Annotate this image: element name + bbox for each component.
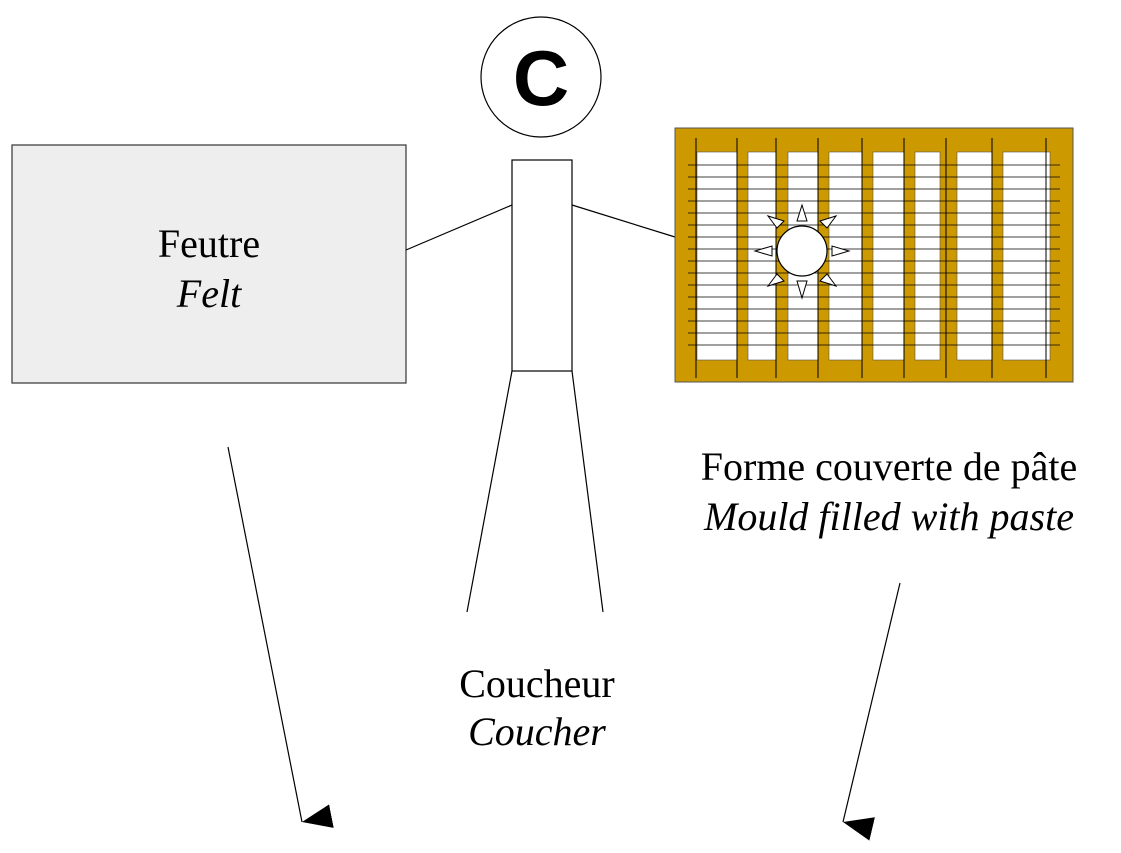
mould-chain-lines [695, 138, 1047, 378]
mould-window [914, 151, 941, 361]
mould-window [696, 151, 738, 361]
mould-window [828, 151, 863, 361]
coucher-left-arm [405, 204, 513, 251]
mould-window [1002, 151, 1051, 361]
coucher-right-leg [571, 370, 604, 613]
mould-group: Forme couverte de pâte Mould filled with… [674, 127, 1078, 539]
mould-label-fr: Forme couverte de pâte [701, 444, 1078, 489]
felt-label-en: Felt [176, 271, 242, 316]
coucher-label-fr: Coucheur [459, 661, 615, 706]
felt-label-fr: Feutre [158, 221, 260, 266]
mould-down-arrow [842, 582, 901, 841]
coucher-figure: C Coucheur Coucher [405, 16, 676, 754]
coucher-right-arm [571, 204, 676, 238]
mould-window [956, 151, 993, 361]
sun-icon [753, 203, 851, 300]
coucher-body [511, 159, 573, 372]
felt-box [11, 144, 407, 384]
mould-window [872, 151, 905, 361]
felt-down-arrow [227, 446, 334, 828]
mould-laid-lines [688, 164, 1060, 346]
coucher-left-leg [466, 370, 513, 613]
mould-label-en: Mould filled with paste [703, 494, 1074, 539]
coucher-head-letter: C [513, 34, 569, 122]
felt-group: Feutre Felt [11, 144, 407, 384]
coucher-label-en: Coucher [468, 709, 606, 754]
coucher-head [480, 16, 602, 138]
